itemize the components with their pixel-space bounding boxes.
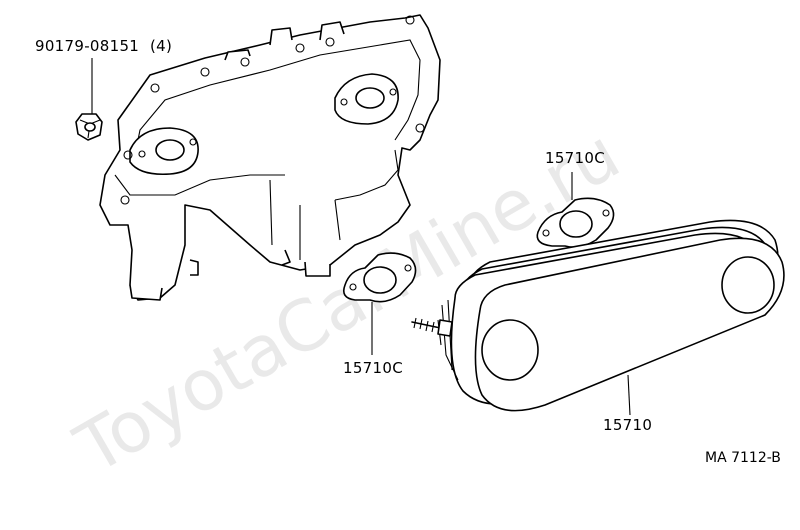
part-quantity-nut: (4): [150, 37, 172, 55]
oil-cooler-element-illustration: [411, 219, 785, 416]
part-number-nut: 90179-08151: [35, 37, 139, 55]
part-number-oil-cooler: 15710: [603, 416, 652, 434]
gasket-upper-illustration: [536, 172, 615, 248]
part-number-gasket-lower: 15710C: [343, 359, 403, 377]
part-number-gasket-upper: 15710C: [545, 149, 605, 167]
flange-nut-illustration: [75, 58, 103, 141]
illustration-code: MA 7112-B: [705, 450, 781, 466]
engine-housing-illustration: [99, 14, 441, 301]
gasket-lower-illustration: [342, 252, 417, 355]
